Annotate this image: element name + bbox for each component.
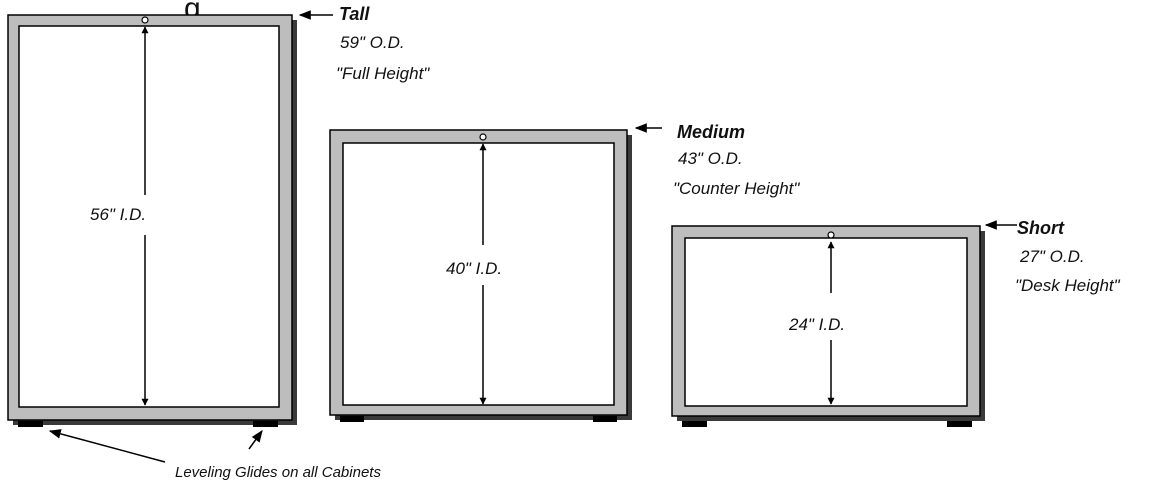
cabinet-short: 24" I.D.	[671, 225, 985, 427]
cabinet-medium-inner-dimension: 40" I.D.	[446, 259, 502, 278]
cabinet-short-knob	[827, 231, 835, 239]
leveling-glide-tall-right	[253, 421, 278, 427]
cabinet-medium-labels: Medium 43" O.D. "Counter Height"	[673, 122, 800, 198]
leveling-glide-tall-left	[18, 421, 43, 427]
cabinet-short-outer-dimension: 27" O.D.	[1019, 247, 1085, 266]
cabinet-tall-height-label: "Full Height"	[336, 64, 430, 83]
cabinet-tall-interior	[18, 25, 280, 408]
leveling-glide-medium-right	[593, 416, 617, 422]
cabinet-short-height-label: "Desk Height"	[1015, 276, 1121, 295]
cabinet-tall-labels: Tall 59" O.D. "Full Height"	[336, 4, 430, 83]
cabinet-tall-outer-dimension: 59" O.D.	[340, 33, 405, 52]
cabinet-medium-height-label: "Counter Height"	[673, 179, 800, 198]
leveling-glide-short-right	[947, 421, 972, 427]
glide-pointer-left	[48, 429, 166, 463]
leveling-glide-short-left	[682, 421, 707, 427]
cabinet-tall: 56" I.D.	[7, 14, 297, 427]
cabinet-medium-interior	[342, 142, 615, 406]
glide-pointer-right	[248, 430, 263, 450]
cabinet-short-interior	[684, 237, 968, 407]
cabinet-medium: 40" I.D.	[329, 129, 632, 422]
cabinet-short-labels: Short 27" O.D. "Desk Height"	[1015, 218, 1121, 295]
cabinet-medium-knob	[479, 133, 487, 141]
cabinet-tall-name: Tall	[339, 4, 370, 24]
cabinet-medium-name: Medium	[677, 122, 745, 142]
cabinet-short-name: Short	[1017, 218, 1065, 238]
cabinet-tall-inner-dimension: 56" I.D.	[90, 205, 146, 224]
cabinet-short-inner-dimension: 24" I.D.	[788, 315, 845, 334]
cabinet-tall-knob	[141, 16, 149, 24]
leveling-glide-medium-left	[340, 416, 364, 422]
cabinet-medium-outer-dimension: 43" O.D.	[678, 149, 743, 168]
leveling-glides-note: Leveling Glides on all Cabinets	[175, 464, 381, 481]
